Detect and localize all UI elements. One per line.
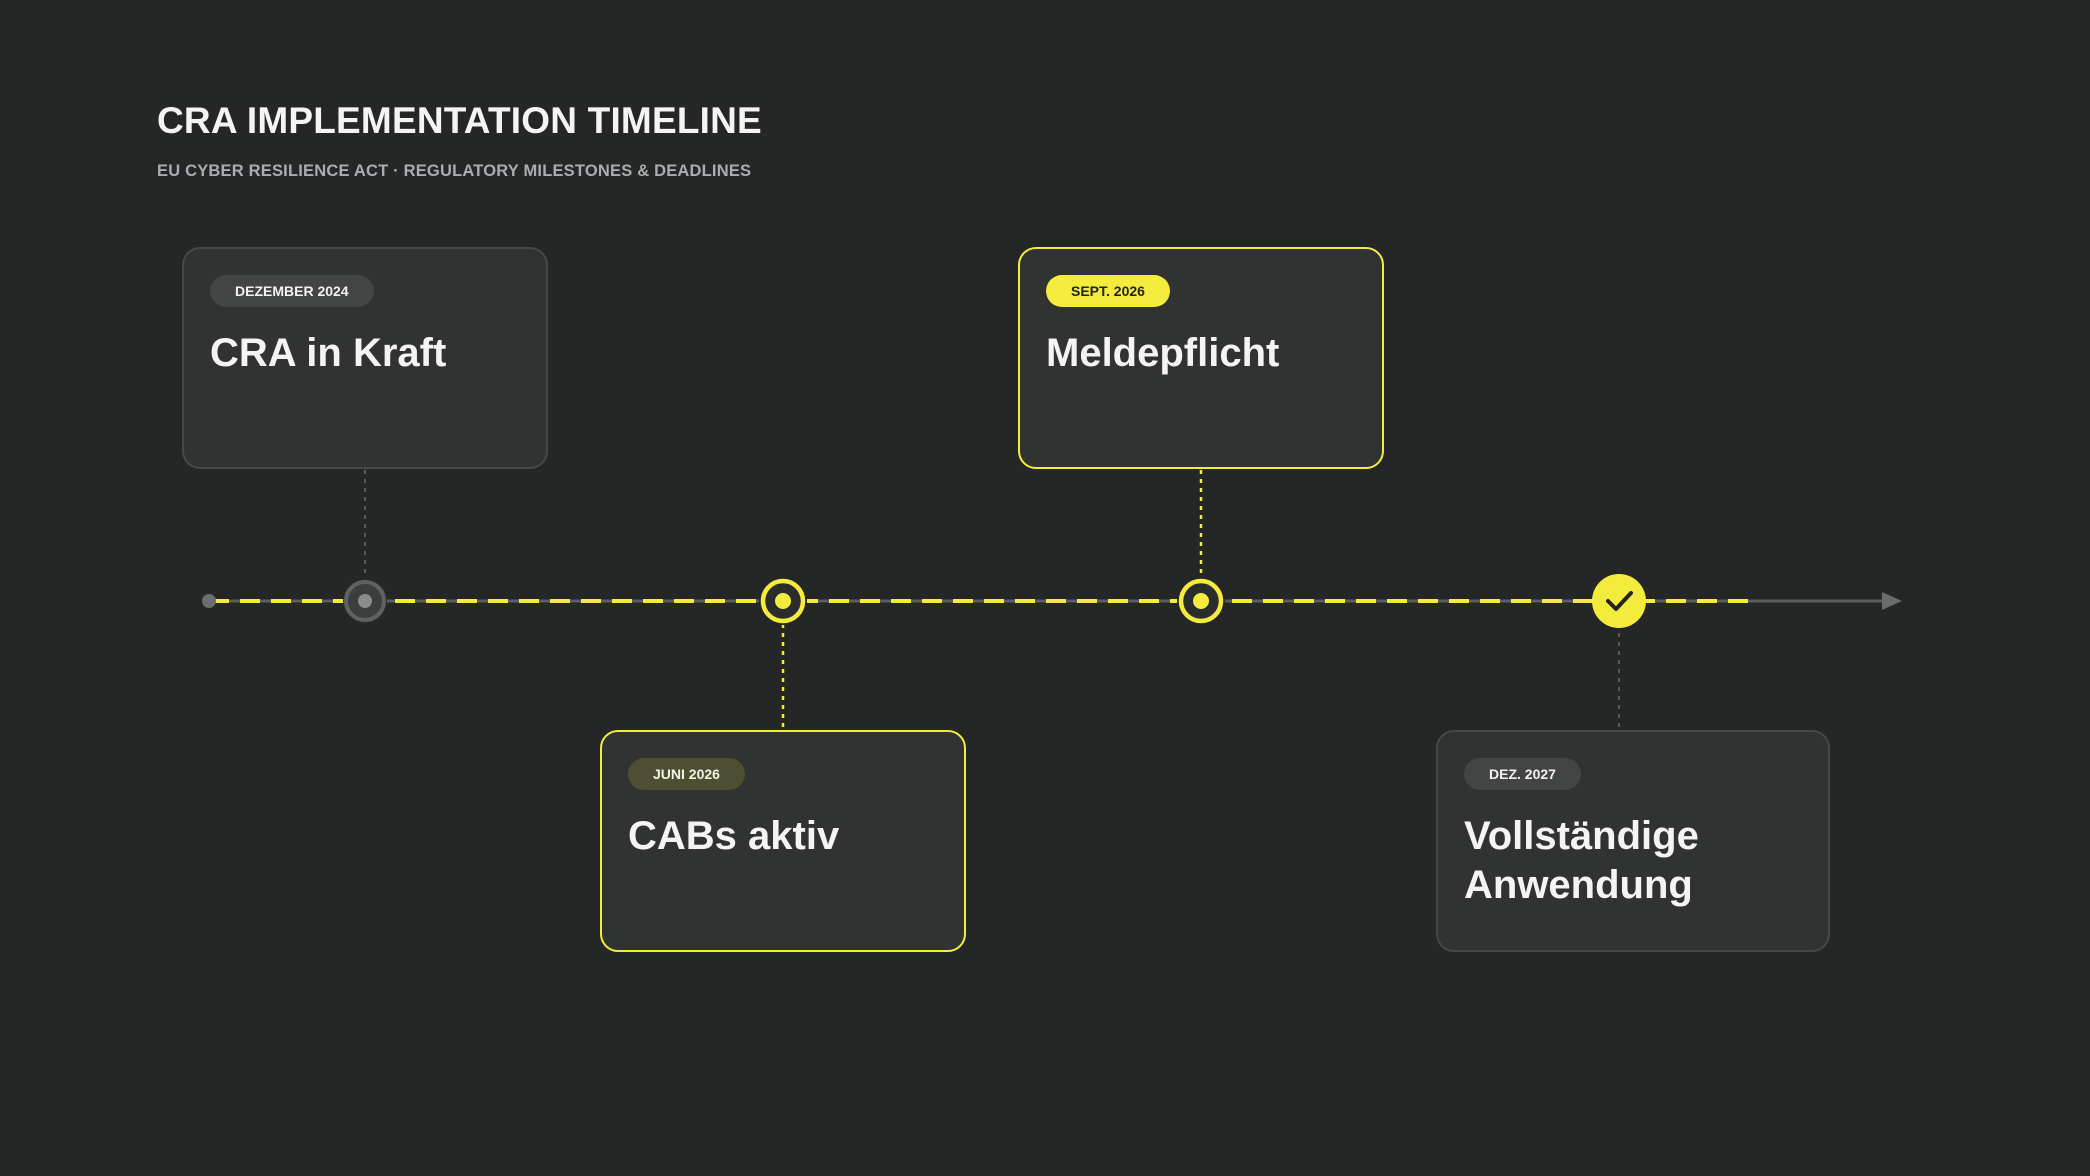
milestone-title: CABs aktiv [628, 814, 840, 858]
milestone-card-4: DEZ. 2027 Vollständige Anwendung [1436, 730, 1830, 952]
milestone-marker-2 [759, 577, 807, 625]
milestone-title: Meldepflicht [1046, 331, 1280, 375]
page-title: CRA IMPLEMENTATION TIMELINE [157, 100, 762, 141]
milestone-marker-4 [1592, 574, 1646, 628]
milestone-date-badge: DEZ. 2027 [1464, 758, 1581, 790]
ring-dot-icon [1193, 593, 1209, 609]
milestone-marker-3 [1177, 577, 1225, 625]
milestone-title: CRA in Kraft [210, 331, 447, 375]
milestone-card-1: DEZEMBER 2024 CRA in Kraft [182, 247, 548, 469]
dot-icon [358, 594, 372, 608]
milestone-marker-1 [343, 579, 387, 623]
timeline-start-dot-icon [202, 594, 216, 608]
page-subtitle: EU CYBER RESILIENCE ACT · REGULATORY MIL… [157, 162, 752, 180]
milestone-date-badge: JUNI 2026 [628, 758, 745, 790]
milestone-card-3: SEPT. 2026 Meldepflicht [1018, 247, 1384, 469]
milestone-date-badge: SEPT. 2026 [1046, 275, 1170, 307]
ring-dot-icon [775, 593, 791, 609]
timeline-arrow-icon [1882, 592, 1902, 610]
milestone-date-badge: DEZEMBER 2024 [210, 275, 374, 307]
milestone-card-2: JUNI 2026 CABs aktiv [600, 730, 966, 952]
milestone-title: Vollständige Anwendung [1464, 814, 1699, 907]
checkmark-icon [1606, 591, 1633, 611]
